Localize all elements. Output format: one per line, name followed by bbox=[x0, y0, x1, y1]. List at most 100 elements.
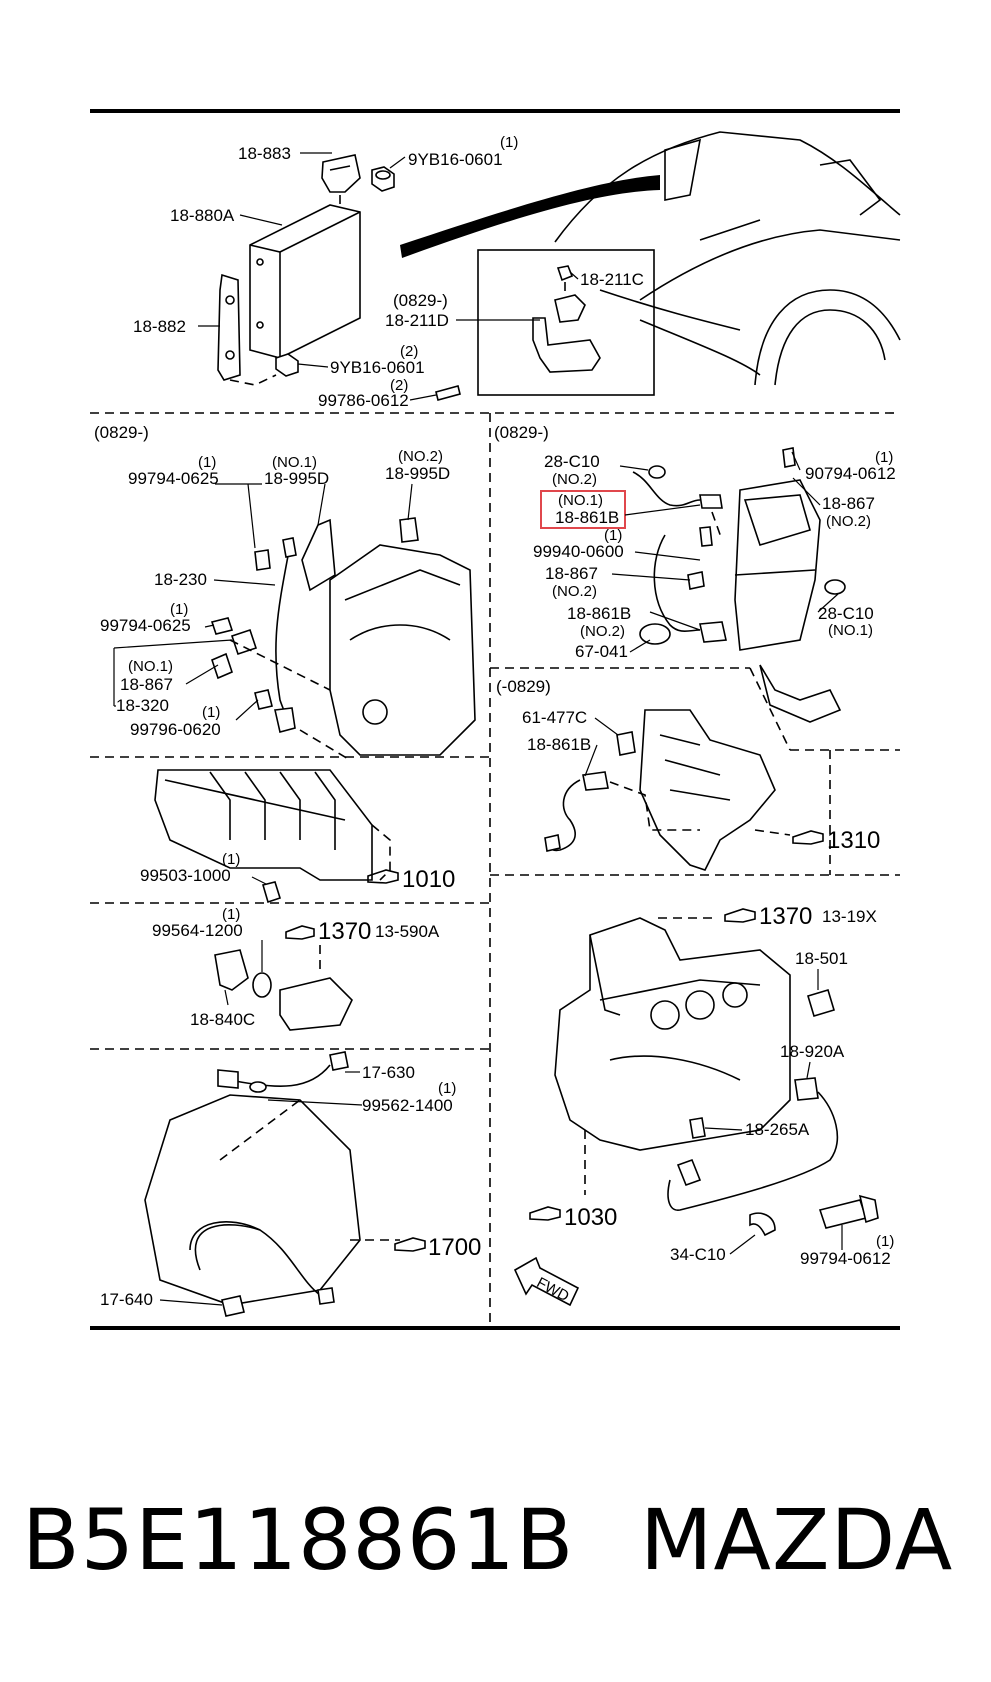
label-99564-1200: 99564-1200 bbox=[152, 921, 243, 940]
ecu-bolt-part bbox=[435, 385, 461, 401]
label-18-501: 18-501 bbox=[795, 949, 848, 968]
label-18-880a: 18-880A bbox=[170, 206, 235, 225]
location-arrow-shape bbox=[400, 175, 660, 258]
label-99794-0625-b: 99794-0625 bbox=[100, 616, 191, 635]
brand-caption: MAZDA bbox=[640, 1491, 954, 1589]
ref-arrow-1700 bbox=[394, 1237, 426, 1252]
label-13-19x: 13-19X bbox=[822, 907, 877, 926]
label-qty-1b: (1) bbox=[198, 454, 216, 471]
label-qty-1g: (1) bbox=[222, 851, 240, 868]
label-61-477c: 61-477C bbox=[522, 708, 587, 727]
ref-arrow-1030 bbox=[529, 1206, 561, 1221]
label-13-590a: 13-590A bbox=[375, 922, 440, 941]
label-99794-0625-a: 99794-0625 bbox=[128, 469, 219, 488]
vss-harness-part bbox=[194, 1051, 349, 1317]
o2-sensor-no2-part bbox=[639, 534, 727, 645]
ref-1030: 1030 bbox=[564, 1204, 617, 1231]
label-no2-d: (NO.2) bbox=[552, 583, 597, 600]
label-no2-e: (NO.2) bbox=[580, 623, 625, 640]
label-67-041: 67-041 bbox=[575, 642, 628, 661]
ecu-nut-bottom-part bbox=[275, 353, 299, 377]
label-99562-1400: 99562-1400 bbox=[362, 1096, 453, 1115]
label-qty-1c: (1) bbox=[170, 601, 188, 618]
o2-sensor-no1-part bbox=[632, 465, 723, 541]
label-qty-2a: (2) bbox=[400, 343, 418, 360]
label-no2-c: (NO.2) bbox=[826, 513, 871, 530]
bracket-inset-frame bbox=[477, 249, 655, 396]
label-18-230: 18-230 bbox=[154, 570, 207, 589]
label-18-995d-a: 18-995D bbox=[264, 469, 329, 488]
label-18-861b-highlighted: 18-861B bbox=[555, 508, 619, 527]
o2-sensor-manifold-part bbox=[544, 731, 636, 852]
transmission-illustration bbox=[144, 1094, 361, 1306]
label-18-861b-no2: 18-861B bbox=[567, 604, 631, 623]
label-qty-2b: (2) bbox=[390, 377, 408, 394]
sensor-harness-left-part bbox=[210, 518, 336, 733]
label-qty-1j: (1) bbox=[876, 1233, 894, 1250]
label-qty-1i: (1) bbox=[438, 1080, 456, 1097]
label-18-920a: 18-920A bbox=[780, 1042, 845, 1061]
ref-1010: 1010 bbox=[402, 866, 455, 893]
label-18-840c: 18-840C bbox=[190, 1010, 255, 1029]
label-18-265a: 18-265A bbox=[745, 1120, 810, 1139]
label-18-867-c: 18-867 bbox=[545, 564, 598, 583]
label-date-0829-c: (0829-) bbox=[494, 423, 549, 442]
ref-arrow-1310 bbox=[792, 830, 824, 845]
label-date-0829-d: (-0829) bbox=[496, 677, 551, 696]
label-18-883: 18-883 bbox=[238, 144, 291, 163]
engine-block-right-illustration bbox=[554, 917, 791, 1151]
label-90794-0612: 90794-0612 bbox=[805, 464, 896, 483]
label-18-995d-b: 18-995D bbox=[385, 464, 450, 483]
knock-sensor-harness-part bbox=[667, 1077, 839, 1211]
label-qty-1a: (1) bbox=[500, 134, 518, 151]
ecu-module-part bbox=[249, 204, 361, 359]
label-no2-a: (NO.2) bbox=[398, 448, 443, 465]
label-qty-1h: (1) bbox=[222, 906, 240, 923]
ref-arrow-1370-b bbox=[724, 908, 756, 923]
label-34-c10: 34-C10 bbox=[670, 1245, 726, 1264]
exhaust-manifold-part bbox=[639, 709, 776, 871]
label-99796-0620: 99796-0620 bbox=[130, 720, 221, 739]
label-99794-0612: 99794-0612 bbox=[800, 1249, 891, 1268]
section-dividers bbox=[90, 412, 900, 1328]
fwd-arrow-icon bbox=[513, 1256, 580, 1307]
part-number-caption: B5E118861B bbox=[22, 1491, 575, 1589]
label-18-867-b: 18-867 bbox=[822, 494, 875, 513]
ref-1370-b: 1370 bbox=[759, 903, 812, 930]
label-no1-c: (NO.1) bbox=[558, 492, 603, 509]
label-qty-1f: (1) bbox=[604, 527, 622, 544]
oil-pressure-switch-part bbox=[807, 989, 835, 1017]
label-18-211d: 18-211D bbox=[385, 311, 449, 330]
label-99940-0600: 99940-0600 bbox=[533, 542, 624, 561]
label-17-640: 17-640 bbox=[100, 1290, 153, 1309]
ecu-nut-top-part bbox=[371, 166, 395, 192]
bracket-inset-part bbox=[532, 265, 601, 373]
label-qty-1d: (1) bbox=[202, 704, 220, 721]
label-18-320: 18-320 bbox=[116, 696, 169, 715]
label-18-861b-c: 18-861B bbox=[527, 735, 591, 754]
label-9yb16-0601-b: 9YB16-0601 bbox=[330, 358, 425, 377]
label-99503-1000: 99503-1000 bbox=[140, 866, 231, 885]
label-qty-1e: (1) bbox=[875, 449, 893, 466]
ecu-bracket-left-part bbox=[217, 273, 241, 381]
ref-1310: 1310 bbox=[827, 827, 880, 854]
car-outline-illustration bbox=[554, 131, 901, 386]
bracket-34-c10-part bbox=[749, 1212, 776, 1237]
label-18-882: 18-882 bbox=[133, 317, 186, 336]
label-28-c10-b: 28-C10 bbox=[818, 604, 874, 623]
label-18-211c: 18-211C bbox=[580, 270, 644, 289]
leader-dashes-ecu bbox=[229, 374, 277, 386]
ecu-bracket-top-part bbox=[321, 154, 361, 193]
label-28-c10-a: 28-C10 bbox=[544, 452, 600, 471]
label-no1-b: (NO.1) bbox=[128, 658, 173, 675]
engine-block-left-illustration bbox=[329, 517, 476, 756]
label-9yb16-0601-a: 9YB16-0601 bbox=[408, 150, 503, 169]
label-no1-d: (NO.1) bbox=[828, 622, 873, 639]
label-no2-b: (NO.2) bbox=[552, 471, 597, 488]
ref-1370-a: 1370 bbox=[318, 918, 371, 945]
label-no1-a: (NO.1) bbox=[272, 454, 317, 471]
plug-99503-part bbox=[261, 881, 281, 904]
catalytic-converter-part bbox=[687, 447, 846, 723]
temp-sender-part bbox=[214, 949, 353, 1031]
